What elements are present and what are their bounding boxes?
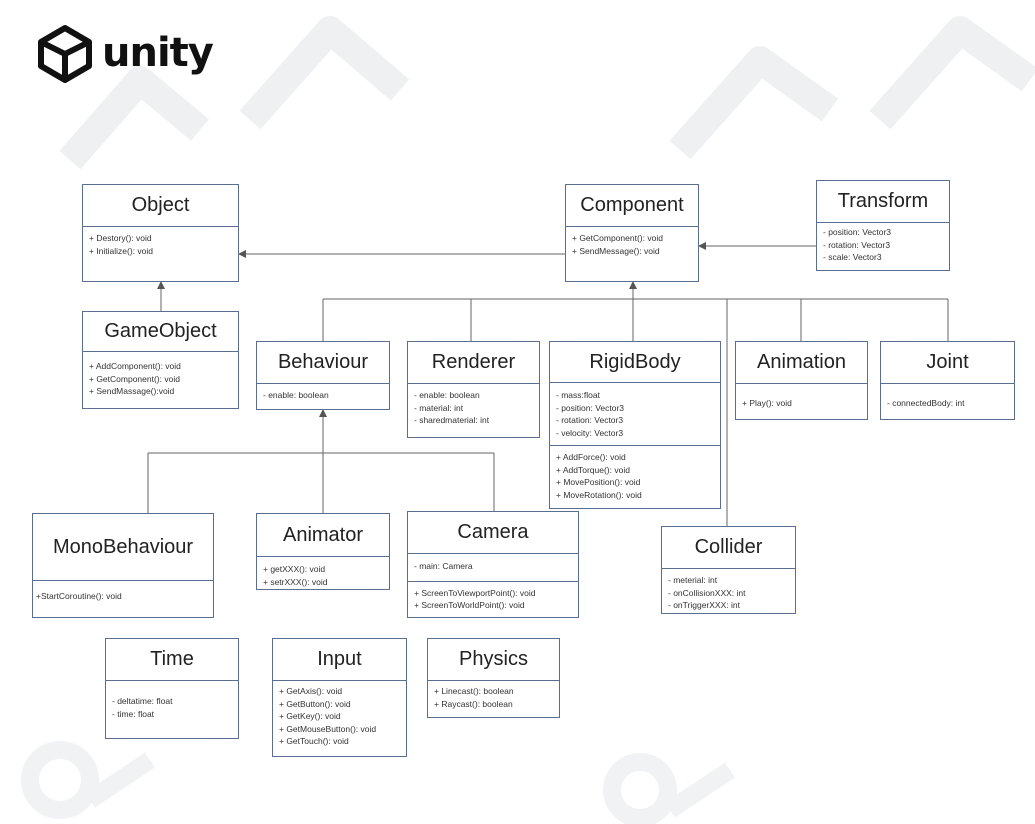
class-member: - onCollisionXXX: int — [668, 587, 746, 598]
gameobject-class: GameObject + AddComponent(): void + GetC… — [82, 311, 239, 409]
joint-class: Joint - connectedBody: int — [880, 341, 1015, 420]
class-members: + Destory(): void + Initialize(): void — [83, 227, 238, 261]
class-member: + GetAxis(): void — [279, 686, 343, 696]
class-member: + MovePosition(): void — [556, 477, 641, 487]
class-attributes: - main: Camera — [408, 554, 578, 581]
class-member: +StartCoroutine(): void — [36, 591, 122, 601]
class-member: + setrXXX(): void — [263, 576, 328, 587]
collider-class: Collider - meterial: int - onCollisionXX… — [661, 526, 796, 614]
class-members: - enable: boolean — [257, 384, 389, 406]
class-member: - meterial: int — [668, 575, 718, 585]
class-member: - position: Vector3 — [823, 227, 892, 237]
physics-class: Physics + Linecast(): boolean + Raycast(… — [427, 638, 560, 718]
class-members: + Play(): void — [736, 384, 867, 414]
class-member: - rotation: Vector3 — [823, 239, 891, 250]
class-member: + ScreenToViewportPoint(): void — [414, 587, 536, 598]
animator-class: Animator + getXXX(): void + setrXXX(): v… — [256, 513, 390, 590]
class-member: - scale: Vector3 — [823, 252, 882, 262]
class-members: - enable: boolean - material: int - shar… — [408, 384, 539, 431]
monobehaviour-class: MonoBehaviour +StartCoroutine(): void — [32, 513, 214, 618]
rigidbody-class: RigidBody - mass:float - position: Vecto… — [549, 341, 721, 509]
class-member: - main: Camera — [414, 561, 473, 571]
component-class: Component + GetComponent(): void + SendM… — [565, 184, 699, 282]
class-name: Component — [566, 185, 698, 227]
class-member: + Linecast(): boolean — [434, 686, 514, 696]
class-members: + getXXX(): void + setrXXX(): void — [257, 557, 389, 592]
camera-class: Camera - main: Camera + ScreenToViewport… — [407, 511, 579, 618]
time-class: Time - deltatime: float - time: float — [105, 638, 239, 739]
class-member: - mass:float — [556, 390, 600, 400]
class-member: - connectedBody: int — [887, 398, 965, 408]
class-member: + AddForce(): void — [556, 452, 626, 462]
class-member: + GetMouseButton(): void — [279, 723, 377, 734]
class-name: Renderer — [408, 342, 539, 384]
class-member: - enable: boolean — [263, 390, 329, 400]
class-member: + AddTorque(): void — [556, 464, 630, 475]
behaviour-class: Behaviour - enable: boolean — [256, 341, 390, 410]
class-member: + GetComponent(): void — [572, 233, 663, 243]
class-member: + Raycast(): boolean — [434, 698, 513, 709]
class-name: RigidBody — [550, 342, 720, 383]
class-name: Input — [273, 639, 406, 681]
class-name: Animator — [257, 514, 389, 557]
class-member: - time: float — [112, 708, 155, 719]
class-member: - sharedmaterial: int — [414, 415, 490, 425]
class-name: Transform — [817, 181, 949, 223]
class-name: GameObject — [83, 312, 238, 352]
class-member: + SendMassage():void — [89, 386, 175, 396]
object-class: Object + Destory(): void + Initialize():… — [82, 184, 239, 282]
renderer-class: Renderer - enable: boolean - material: i… — [407, 341, 540, 438]
class-name: Behaviour — [257, 342, 389, 384]
class-member: + Play(): void — [742, 398, 792, 408]
unity-logo-text: unity — [102, 30, 214, 76]
class-member: + GetComponent(): void — [89, 373, 180, 384]
class-members: + AddComponent(): void + GetComponent():… — [83, 352, 238, 402]
class-members: + Linecast(): boolean + Raycast(): boole… — [428, 681, 559, 714]
class-name: Time — [106, 639, 238, 681]
class-member: + GetTouch(): void — [279, 736, 349, 746]
class-member: + SendMessage(): void — [572, 245, 660, 256]
unity-cube-icon — [38, 25, 92, 83]
class-member: - onTriggerXXX: int — [668, 600, 740, 610]
class-methods: + AddForce(): void + AddTorque(): void +… — [550, 445, 720, 505]
class-name: Object — [83, 185, 238, 227]
transform-class: Transform - position: Vector3 - rotation… — [816, 180, 950, 271]
class-member: + MoveRotation(): void — [556, 489, 642, 500]
class-name: Physics — [428, 639, 559, 681]
class-methods: + ScreenToViewportPoint(): void + Screen… — [408, 580, 578, 616]
class-member: + Destory(): void — [89, 233, 152, 243]
class-member: - position: Vector3 — [556, 402, 625, 413]
class-member: - deltatime: float — [112, 696, 173, 706]
class-name: Camera — [408, 512, 578, 554]
class-name: MonoBehaviour — [33, 514, 213, 581]
unity-logo: unity — [34, 22, 214, 84]
class-member: + getXXX(): void — [263, 564, 326, 574]
class-member: + AddComponent(): void — [89, 361, 181, 371]
class-members: - deltatime: float - time: float — [106, 681, 238, 724]
class-member: - enable: boolean — [414, 390, 480, 400]
input-class: Input + GetAxis(): void + GetButton(): v… — [272, 638, 407, 757]
class-members: + GetAxis(): void + GetButton(): void + … — [273, 681, 406, 752]
class-member: + GetKey(): void — [279, 711, 341, 721]
class-members: - position: Vector3 - rotation: Vector3 … — [817, 223, 949, 268]
class-member: - material: int — [414, 402, 464, 413]
class-attributes: - mass:float - position: Vector3 - rotat… — [550, 383, 720, 445]
class-member: + ScreenToWorldPoint(): void — [414, 600, 525, 610]
class-member: + Initialize(): void — [89, 245, 154, 256]
class-name: Joint — [881, 342, 1014, 384]
class-members: +StartCoroutine(): void — [33, 581, 213, 607]
class-members: - meterial: int - onCollisionXXX: int - … — [662, 569, 795, 616]
class-members: + GetComponent(): void + SendMessage(): … — [566, 227, 698, 261]
animation-class: Animation + Play(): void — [735, 341, 868, 420]
class-member: - velocity: Vector3 — [556, 427, 624, 438]
class-member: - rotation: Vector3 — [556, 415, 624, 425]
class-name: Collider — [662, 527, 795, 569]
class-name: Animation — [736, 342, 867, 384]
class-member: + GetButton(): void — [279, 698, 351, 709]
class-members: - connectedBody: int — [881, 384, 1014, 414]
